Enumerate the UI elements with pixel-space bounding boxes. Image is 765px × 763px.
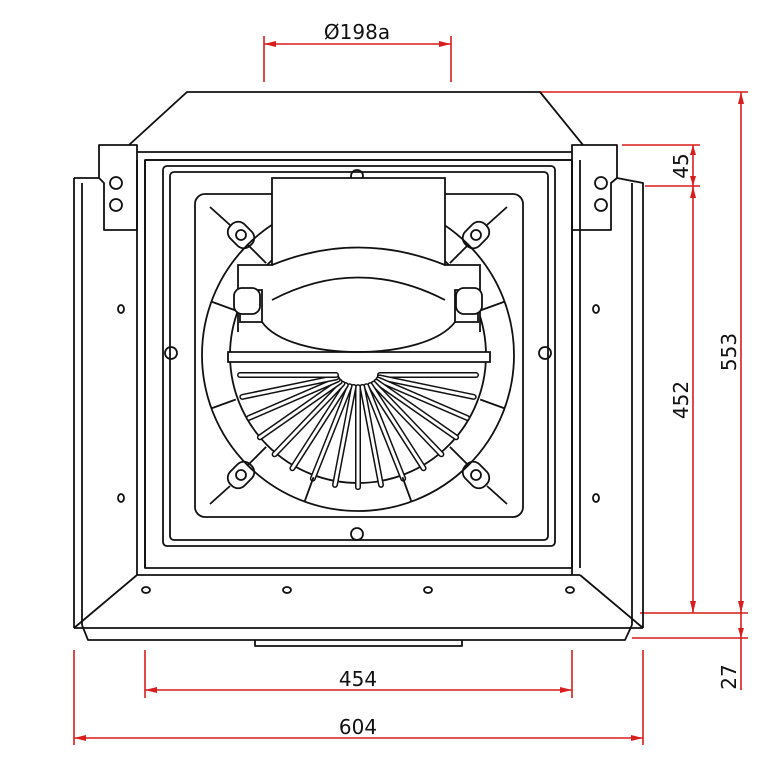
corner-ribs	[209, 206, 508, 505]
grate-rib-inner	[240, 375, 338, 399]
outer-spoke	[247, 446, 267, 466]
dim-height-total: 553	[717, 333, 741, 371]
grate-rib-inner	[376, 378, 469, 420]
outer-spoke	[211, 300, 237, 312]
grate-rib-inner	[372, 382, 443, 456]
stove-outline	[73, 91, 644, 647]
grate-rib-inner	[247, 378, 340, 420]
grate-rib-inner	[364, 384, 405, 481]
outer-spoke	[247, 244, 267, 264]
grate-ribs	[237, 372, 479, 491]
dim-top-diameter: Ø198a	[324, 20, 390, 44]
outer-spoke	[479, 300, 505, 312]
grate-rib-inner	[374, 380, 458, 439]
grate-rib-inner	[290, 383, 348, 470]
dim-width-total: 604	[339, 715, 377, 739]
outer-spoke	[449, 244, 469, 264]
grate-rib-inner	[311, 384, 352, 481]
outer-spoke	[303, 476, 315, 502]
corner-lugs	[226, 220, 491, 490]
grate-rib-inner	[378, 375, 476, 399]
dimension-arrows	[74, 41, 744, 741]
grate-rib-inner	[273, 382, 344, 456]
grate-rib-inner	[258, 380, 342, 439]
outer-spoke	[211, 398, 237, 410]
dim-offset-top: 45	[669, 153, 693, 178]
dim-width-inner: 454	[339, 667, 377, 691]
flue-body	[227, 177, 491, 363]
dim-offset-bottom: 27	[717, 664, 741, 689]
outer-spoke	[401, 476, 413, 502]
grate-rib-inner	[368, 383, 426, 470]
dim-height-inner: 452	[669, 381, 693, 419]
grate-rib-inner	[360, 385, 383, 487]
grate-rib-inner	[333, 385, 356, 487]
outer-spoke	[479, 398, 505, 410]
outer-spoke	[449, 446, 469, 466]
